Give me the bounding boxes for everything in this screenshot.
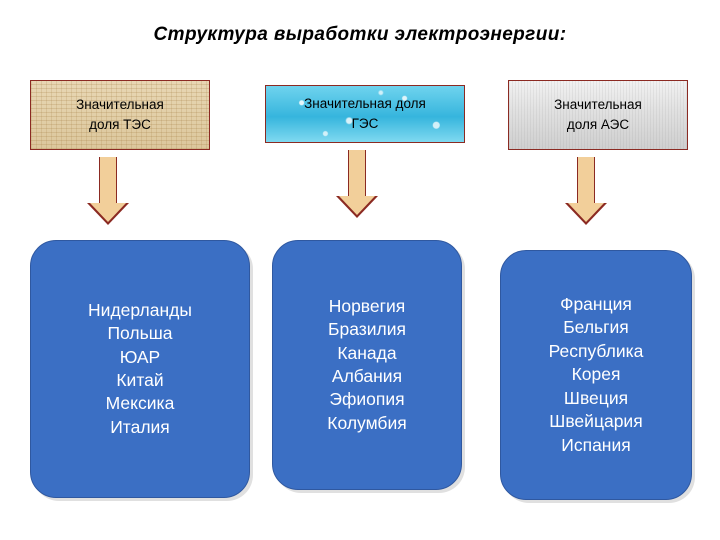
header-box-tes: Значительная доля ТЭС [30, 80, 210, 150]
header-box-tes-label: Значительная доля ТЭС [76, 96, 164, 132]
arrow-head-fill [90, 203, 126, 222]
arrow-head-fill [568, 203, 604, 222]
country-list-aes-text: Франция Бельгия Республика Корея Швеция … [548, 293, 644, 455]
header-box-aes-label: Значительная доля АЭС [554, 96, 642, 132]
country-list-tes: Нидерланды Польша ЮАР Китай Мексика Итал… [30, 240, 250, 498]
arrow-shaft [348, 150, 366, 198]
header-box-aes: Значительная доля АЭС [508, 80, 688, 150]
arrow-down-ges [327, 150, 387, 222]
arrow-head-fill [339, 196, 375, 215]
header-box-ges-label: Значительная доля ГЭС [304, 95, 426, 131]
page-title: Структура выработки электроэнергии: [153, 24, 567, 45]
country-list-ges-text: Норвегия Бразилия Канада Албания Эфиопия… [327, 295, 407, 433]
arrow-down-tes [78, 157, 138, 229]
arrow-shaft [577, 157, 595, 205]
header-box-ges: Значительная доля ГЭС [265, 85, 465, 143]
country-list-tes-text: Нидерланды Польша ЮАР Китай Мексика Итал… [88, 299, 192, 437]
country-list-aes: Франция Бельгия Республика Корея Швеция … [500, 250, 692, 500]
arrow-shaft [99, 157, 117, 205]
arrow-down-aes [556, 157, 616, 229]
country-list-ges: Норвегия Бразилия Канада Албания Эфиопия… [272, 240, 462, 490]
